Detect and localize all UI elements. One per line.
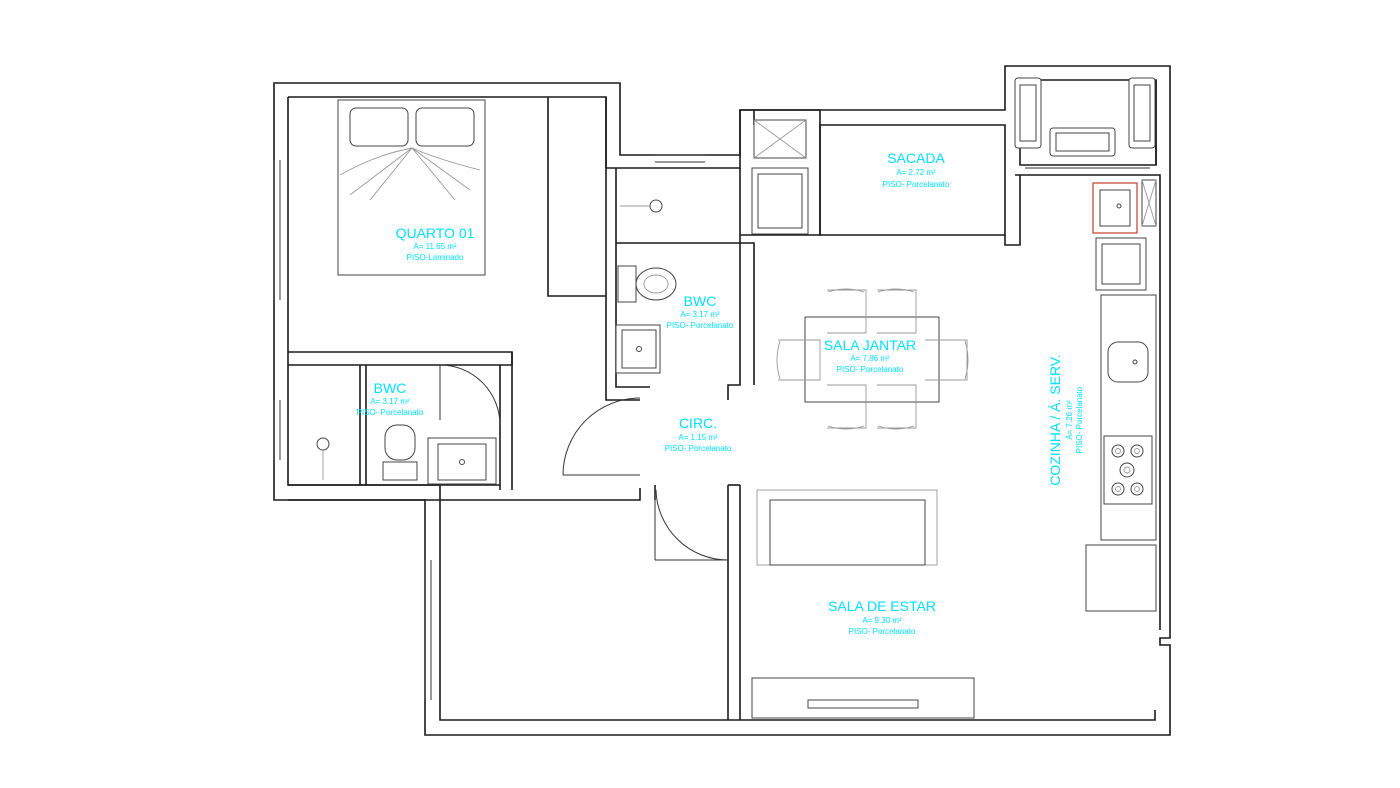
sacada-area: A= 2.72 m² (896, 168, 936, 177)
doors (439, 364, 729, 561)
room-label-cozinha: COZINHA / Á. SERV. A= 7.26 m² PISO- Porc… (1047, 354, 1084, 486)
sofa (756, 489, 938, 566)
room-label-quarto01: QUARTO 01 A= 11.65 m² PISO-Laminado (396, 225, 475, 262)
bwc1-area: A= 3.17 m² (370, 397, 410, 406)
kitchen-counter (1085, 179, 1157, 612)
quarto01-name: QUARTO 01 (396, 225, 475, 241)
sala-estar-name: SALA DE ESTAR (828, 598, 936, 614)
bwc1-fixtures (316, 424, 497, 485)
room-label-circ: CIRC. A= 1.15 m² PISO- Porcelanato (665, 415, 732, 453)
cozinha-floor: PISO- Porcelanato (1075, 386, 1084, 453)
bwc1-name: BWC (374, 380, 407, 396)
sacada-floor: PISO- Porcelanato (883, 180, 950, 189)
circ-name: CIRC. (679, 415, 717, 431)
room-label-sala-estar: SALA DE ESTAR A= 9.30 m² PISO- Porcelana… (828, 598, 936, 636)
bwc2-area: A= 3.17 m² (680, 310, 720, 319)
room-label-bwc1: BWC A= 3.17 m² PISO- Porcelanato (357, 380, 424, 417)
bwc2-fixtures (615, 199, 677, 374)
cozinha-name: COZINHA / Á. SERV. (1047, 354, 1063, 486)
sala-estar-area: A= 9.30 m² (862, 616, 902, 625)
dining-table (776, 288, 969, 430)
sacada-name: SACADA (887, 150, 945, 166)
walls (273, 65, 1171, 736)
sala-jantar-name: SALA JANTAR (824, 337, 916, 353)
cozinha-area: A= 7.26 m² (1065, 400, 1074, 440)
wardrobe (751, 119, 809, 235)
balcony-furniture (1014, 77, 1156, 157)
circ-floor: PISO- Porcelanato (665, 444, 732, 453)
quarto01-floor: PISO-Laminado (407, 253, 464, 262)
tv-rack (751, 677, 975, 719)
sala-jantar-floor: PISO- Porcelanato (837, 365, 904, 374)
bwc1-floor: PISO- Porcelanato (357, 408, 424, 417)
circ-area: A= 1.15 m² (678, 433, 718, 442)
bwc2-floor: PISO- Porcelanato (667, 321, 734, 330)
room-label-sala-jantar: SALA JANTAR A= 7.86 m² PISO- Porcelanato (824, 337, 916, 374)
sala-estar-floor: PISO- Porcelanato (849, 627, 916, 636)
room-label-sacada: SACADA A= 2.72 m² PISO- Porcelanato (883, 150, 950, 189)
sala-jantar-area: A= 7.86 m² (850, 354, 890, 363)
bed (337, 99, 486, 276)
bwc2-name: BWC (684, 293, 717, 309)
quarto01-area: A= 11.65 m² (413, 242, 457, 251)
room-label-bwc2: BWC A= 3.17 m² PISO- Porcelanato (667, 293, 734, 330)
